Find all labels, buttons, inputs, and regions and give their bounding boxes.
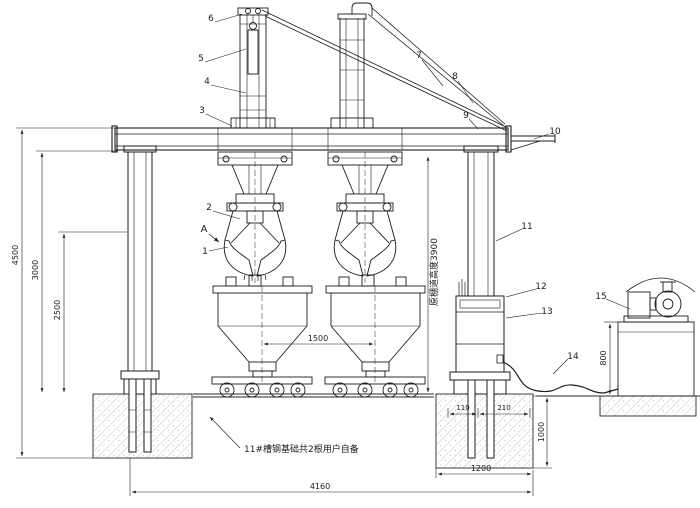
support-column-left <box>120 145 160 453</box>
beam-rail-extension <box>510 134 556 151</box>
hopper-right <box>325 274 426 384</box>
shed-height-note: 原棚道高度3900 <box>428 238 440 306</box>
dim-clearance-height: 2500 <box>53 300 62 320</box>
callout-3: 3 <box>199 106 205 116</box>
callout-14: 14 <box>567 352 579 362</box>
callout-10: 10 <box>549 127 561 137</box>
callout-7: 7 <box>416 51 422 61</box>
dim-base-b: 210 <box>497 404 510 412</box>
gantry-main-beam <box>111 125 512 153</box>
callout-11: 11 <box>521 222 532 232</box>
foundation-note: 11#槽钢基础共2根用户自备 <box>244 443 359 455</box>
section-marker-arrow <box>208 233 220 243</box>
dim-overall-height: 4500 <box>11 245 20 265</box>
hoist-mast-right <box>330 2 374 129</box>
section-marker-label: A <box>201 224 208 235</box>
foundations <box>92 393 700 469</box>
transfer-cart-left <box>211 376 313 398</box>
callout-12: 12 <box>535 282 546 292</box>
callout-13: 13 <box>541 307 552 317</box>
hopper-left <box>212 274 313 384</box>
callout-4: 4 <box>204 77 210 87</box>
callout-8: 8 <box>452 72 458 82</box>
dim-foundation-depth: 1000 <box>537 422 546 442</box>
dim-rail-height: 3000 <box>31 260 40 280</box>
flexible-hose <box>496 354 619 394</box>
dimension-lines-bottom <box>129 321 620 496</box>
dim-overall-span: 4160 <box>310 482 330 491</box>
transfer-cart-right <box>324 376 426 398</box>
callout-9: 9 <box>463 111 469 121</box>
dim-hopper-spacing: 1500 <box>308 334 328 343</box>
dim-foundation-width: 1200 <box>471 464 491 473</box>
callout-1: 1 <box>202 247 208 257</box>
dim-base-a: 110 <box>456 404 469 412</box>
callout-6: 6 <box>208 14 214 24</box>
foundation-note-leader <box>209 416 241 449</box>
callout-2: 2 <box>206 203 212 213</box>
dim-tank-height: 800 <box>599 350 608 365</box>
clamshell-grab-right <box>333 152 397 283</box>
clamshell-grab-left <box>223 152 287 283</box>
callout-leaders <box>204 13 631 375</box>
callout-5: 5 <box>198 54 204 64</box>
support-column-right <box>449 145 511 459</box>
dimension-base-plate <box>447 408 531 418</box>
suspension-cables <box>261 7 508 132</box>
callout-15: 15 <box>595 292 606 302</box>
dimension-lines-left <box>16 127 127 459</box>
hydraulic-pump-unit <box>617 277 696 397</box>
hoist-mast-left <box>230 7 276 129</box>
